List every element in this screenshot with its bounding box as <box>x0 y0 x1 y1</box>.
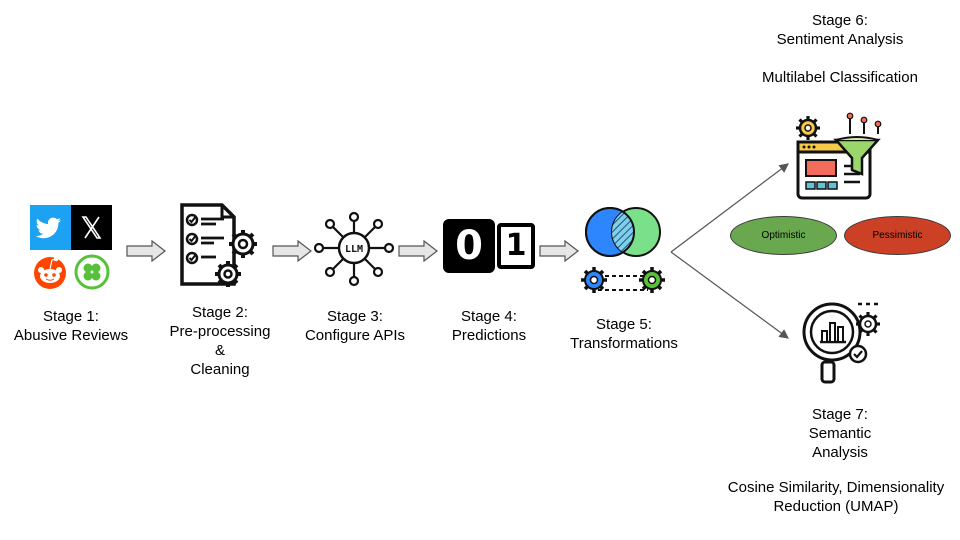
twitter-bird-icon <box>30 205 71 250</box>
binary-digits-icon: 0 1 <box>443 219 535 273</box>
stage-6-label: Stage 6: Sentiment Analysis <box>776 12 904 48</box>
optimistic-outcome: Optimistic <box>730 216 837 255</box>
venn-gears-icon <box>578 202 670 298</box>
flow-arrow-2 <box>272 239 312 263</box>
flow-arrow-1 <box>126 239 166 263</box>
clover-logo-icon <box>71 251 112 291</box>
magnifier-chart-icon <box>792 298 884 388</box>
stage-2-label: Stage 2: Pre-processing & Cleaning <box>169 304 271 378</box>
flow-arrow-3 <box>398 239 438 263</box>
funnel-dashboard-icon <box>794 112 886 202</box>
svg-text:LLM: LLM <box>345 244 363 255</box>
x-logo-icon <box>71 205 112 250</box>
stage-4-label: Stage 4: Predictions <box>451 308 527 344</box>
digit-one-tile: 1 <box>497 223 535 269</box>
reddit-alien-icon <box>30 251 71 291</box>
stage-1-label: Stage 1: Abusive Reviews <box>13 308 129 344</box>
stage-7-subtitle: Cosine Similarity, Dimensionality Reduct… <box>727 479 945 515</box>
pessimistic-outcome: Pessimistic <box>844 216 951 255</box>
checklist-gears-icon <box>176 202 266 290</box>
stage-3-label: Stage 3: Configure APIs <box>304 308 406 344</box>
stage-5-label: Stage 5: Transformations <box>570 316 678 352</box>
branch-line-semantic <box>670 251 789 339</box>
stage-6-subtitle: Multilabel Classification <box>762 69 918 86</box>
branch-line-sentiment <box>670 163 789 253</box>
llm-network-icon: LLM <box>312 210 396 287</box>
flow-arrow-4 <box>539 239 579 263</box>
stage-1-icon-group <box>30 205 112 291</box>
stage-7-label: Stage 7: Semantic Analysis <box>808 406 872 461</box>
digit-zero-tile: 0 <box>443 219 495 273</box>
